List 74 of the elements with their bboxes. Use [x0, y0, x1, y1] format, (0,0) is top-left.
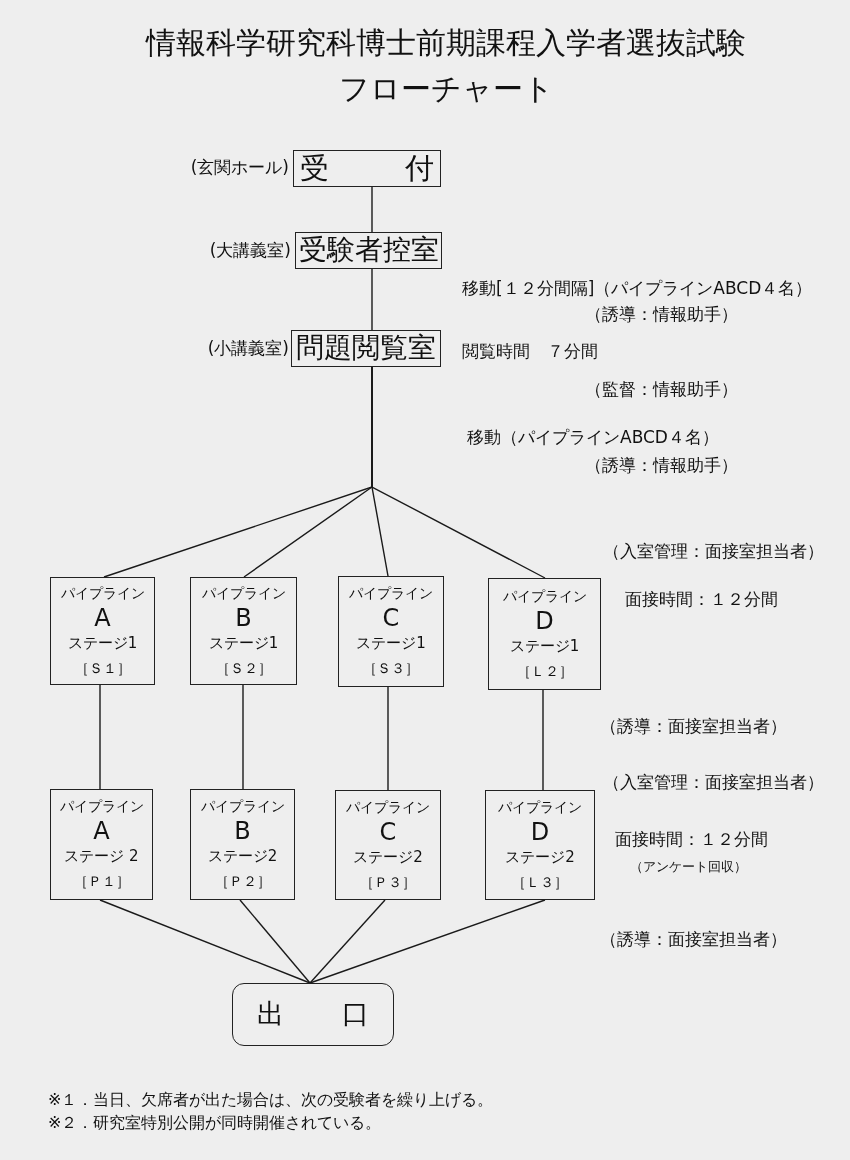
staff-note: （誘導：情報助手） [585, 304, 738, 326]
duration-note: 面接時間：１２分間 [625, 589, 778, 611]
pipeline-letter: B [234, 819, 251, 844]
location-label: (大講義室) [209, 240, 291, 262]
staff-note: （入室管理：面接室担当者） [603, 541, 824, 563]
room-code: ［Ｓ３］ [363, 659, 419, 678]
connector-line [239, 899, 311, 984]
staff-note: （誘導：情報助手） [585, 455, 738, 477]
stage-box [338, 576, 444, 687]
pipeline-letter: D [535, 609, 554, 634]
connector-line [309, 899, 546, 984]
pipeline-letter: B [235, 606, 252, 631]
pipeline-letter: D [530, 820, 550, 845]
staff-note: （誘導：面接室担当者） [600, 716, 787, 738]
pipeline-label: パイプライン [200, 797, 285, 816]
pipeline-label: パイプライン [201, 584, 286, 603]
footnote: ※２．研究室特別公開が同時開催されている。 [48, 1113, 382, 1133]
connector-line [99, 684, 101, 790]
pipeline-label: パイプライン [60, 584, 145, 603]
stage-box [50, 577, 155, 685]
stage-box [488, 578, 601, 690]
room-code: ［Ｓ２］ [215, 659, 272, 678]
step-note: 移動[１２分間隔]（パイプラインABCD４名） [462, 278, 813, 300]
pipeline-label: パイプライン [349, 584, 433, 603]
chart-title: 情報科学研究科博士前期課程入学者選抜試験フローチャート [144, 24, 747, 108]
room-code: ［Ｌ２］ [516, 662, 573, 681]
room-code: ［Ｌ３］ [512, 873, 568, 892]
duration-note: 面接時間：１２分間 [615, 829, 768, 851]
connector-line [99, 899, 311, 984]
stage-label: ステージ1 [509, 636, 580, 657]
connector-line [242, 684, 244, 790]
stage-box [190, 577, 297, 685]
pipeline-letter: C [382, 606, 400, 631]
connector-line [371, 366, 546, 579]
footnote: ※１．当日、欠席者が出た場合は、次の受験者を繰り上げる。 [48, 1090, 494, 1110]
connector-line [371, 268, 373, 331]
connector-line [371, 186, 373, 233]
exit-box: 出口 [232, 983, 394, 1046]
room-box: 受験者控室 [295, 232, 442, 269]
stage-label: ステージ1 [67, 633, 138, 654]
room-code: ［Ｓ１］ [74, 659, 131, 678]
staff-note: （入室管理：面接室担当者） [603, 772, 824, 794]
room-box: 受付 [293, 150, 441, 187]
stage-box [190, 789, 295, 900]
room-code: ［Ｐ３］ [360, 873, 416, 892]
stage-label: ステージ1 [208, 633, 279, 654]
pipeline-letter: A [94, 606, 111, 631]
step-note: 移動（パイプラインABCD４名） [467, 427, 719, 449]
connector-line [542, 689, 544, 791]
room-code: ［Ｐ１］ [73, 872, 130, 891]
location-label: (玄関ホール) [190, 157, 289, 179]
side-note: （アンケート回収） [630, 858, 747, 876]
pipeline-label: パイプライン [498, 798, 582, 817]
stage-label: ステージ 2 [64, 846, 139, 867]
pipeline-label: パイプライン [59, 797, 144, 816]
stage-label: ステージ2 [207, 846, 278, 867]
stage-label: ステージ2 [505, 847, 575, 868]
staff-note: （監督：情報助手） [585, 379, 738, 401]
stage-label: ステージ2 [353, 847, 423, 868]
stage-label: ステージ1 [356, 633, 426, 654]
connector-line [309, 899, 386, 984]
stage-box [335, 790, 441, 900]
room-box: 問題閲覧室 [291, 330, 441, 367]
room-code: ［Ｐ２］ [214, 872, 271, 891]
pipeline-label: パイプライン [346, 798, 430, 817]
stage-box [50, 789, 153, 900]
staff-note: （誘導：面接室担当者） [600, 929, 787, 951]
location-label: (小講義室) [207, 338, 289, 360]
pipeline-label: パイプライン [502, 587, 587, 606]
pipeline-letter: C [379, 820, 397, 845]
connector-line [387, 686, 389, 791]
pipeline-letter: A [93, 819, 110, 844]
duration-note: 閲覧時間 ７分間 [462, 341, 598, 363]
stage-box [485, 790, 595, 900]
